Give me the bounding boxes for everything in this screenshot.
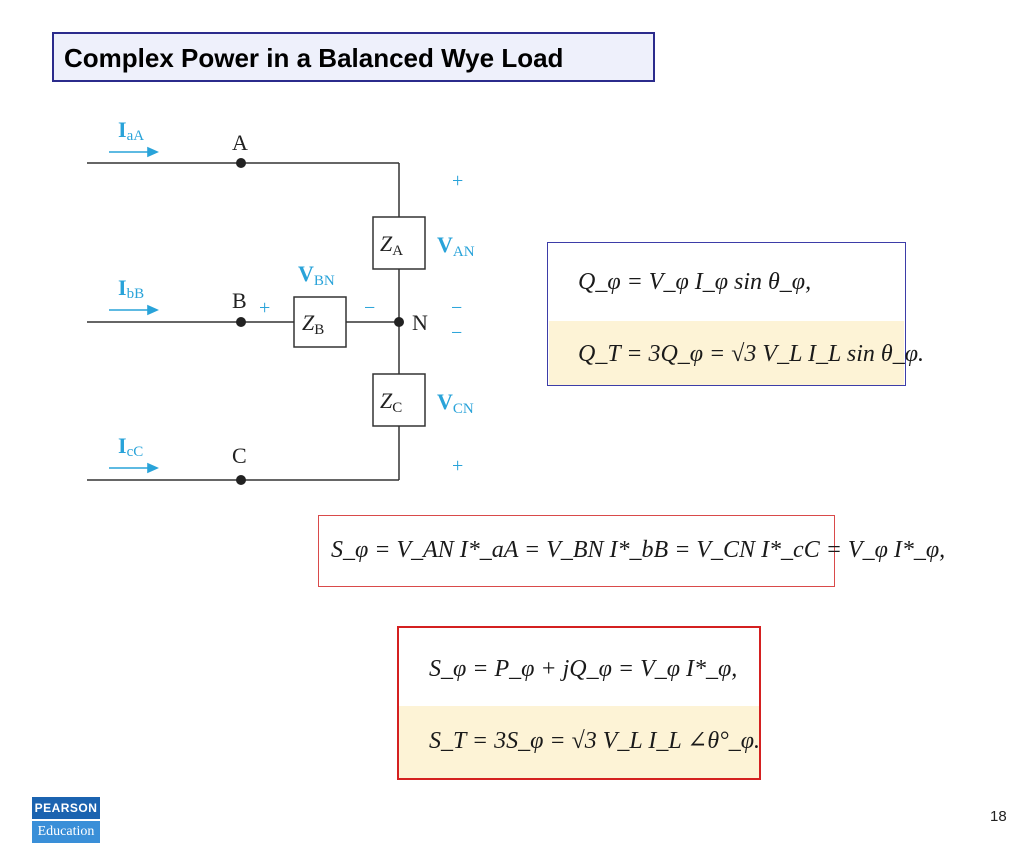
equation-s-phase-currents: S_φ = V_AN I*_aA = V_BN I*_bB = V_CN I*_…	[331, 537, 946, 563]
pearson-education-logo: PEARSON Education	[32, 797, 100, 845]
equation-s-phase: S_φ = P_φ + jQ_φ = V_φ I*_φ,	[429, 656, 738, 682]
complex-power-total-box: S_φ = P_φ + jQ_φ = V_φ I*_φ, S_T = 3S_φ …	[397, 626, 761, 780]
equation-s-total: S_T = 3S_φ = √3 V_L I_L ∠θ°_φ.	[429, 728, 761, 754]
impedance-label-c: ZC	[380, 388, 402, 416]
z-a-box	[372, 216, 426, 270]
voltage-label-an: VAN	[437, 232, 475, 260]
node-b-dot	[236, 317, 246, 327]
slide-title: Complex Power in a Balanced Wye Load	[64, 43, 564, 73]
impedance-label-a: ZA	[380, 231, 403, 259]
z-b-box	[293, 296, 347, 348]
page-number: 18	[990, 808, 1007, 825]
reactive-power-box: Q_φ = V_φ I_φ sin θ_φ, Q_T = 3Q_φ = √3 V…	[547, 242, 924, 386]
plus-sign-bn: +	[259, 297, 270, 319]
minus-sign-cn: −	[451, 322, 462, 344]
plus-sign-cn: +	[452, 455, 463, 477]
highlight-row	[399, 706, 759, 778]
current-label-b: IbB	[118, 275, 144, 302]
impedance-label-b: ZB	[302, 310, 324, 338]
logo-bottom-text: Education	[32, 821, 100, 843]
equation-q-total: Q_T = 3Q_φ = √3 V_L I_L sin θ_φ.	[578, 341, 924, 367]
current-arrow-a	[147, 146, 159, 158]
voltage-label-bn: VBN	[298, 261, 335, 289]
node-label-n: N	[412, 310, 428, 335]
current-arrow-b	[147, 304, 159, 316]
minus-sign-an: −	[451, 297, 462, 319]
current-arrow-c	[147, 462, 159, 474]
highlight-row	[549, 321, 904, 385]
minus-sign-bn: −	[364, 297, 375, 319]
node-label-c: C	[232, 443, 247, 468]
node-a-dot	[236, 158, 246, 168]
complex-power-phase-box: S_φ = V_AN I*_aA = V_BN I*_bB = V_CN I*_…	[318, 515, 945, 587]
node-label-b: B	[232, 288, 247, 313]
equation-q-phase: Q_φ = V_φ I_φ sin θ_φ,	[578, 269, 812, 295]
node-c-dot	[236, 475, 246, 485]
logo-top-text: PEARSON	[32, 797, 100, 819]
voltage-label-cn: VCN	[437, 389, 474, 417]
z-c-box	[372, 373, 426, 427]
node-label-a: A	[232, 130, 248, 155]
node-n-dot	[394, 317, 404, 327]
title-box: Complex Power in a Balanced Wye Load	[52, 32, 655, 82]
current-label-c: IcC	[118, 433, 143, 460]
current-label-a: IaA	[118, 117, 144, 144]
plus-sign-an: +	[452, 170, 463, 192]
